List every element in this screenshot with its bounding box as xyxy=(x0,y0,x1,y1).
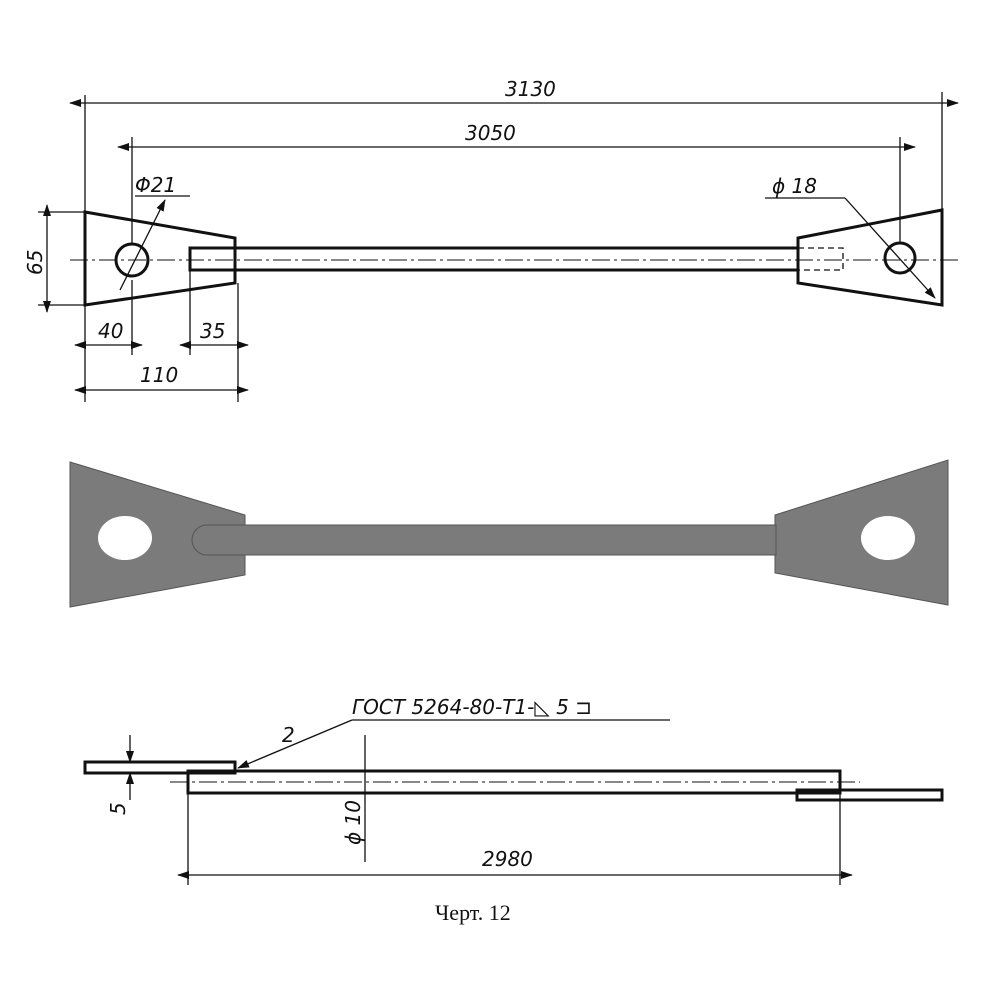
shaded-right-hole xyxy=(861,516,915,560)
left-plate xyxy=(83,210,237,307)
dim-hole-offset: 40 xyxy=(98,319,123,343)
drawing-caption: Черт. 12 xyxy=(435,900,511,925)
dim-rod-diameter: ϕ 10 xyxy=(341,800,365,845)
top-view: 3130 3050 Φ21 ϕ 18 65 40 35 110 xyxy=(23,77,960,402)
side-right-plate xyxy=(795,788,944,802)
dim-overall-length: 3130 xyxy=(505,77,556,101)
dim-right-hole-diameter: ϕ 18 xyxy=(772,174,817,198)
shaded-view xyxy=(69,459,949,608)
dim-plate-height: 65 xyxy=(23,250,47,275)
side-view: ГОСТ 5264-80-Т1-◺ 5 ⊐ 2 5 ϕ 10 2980 xyxy=(83,695,944,885)
dim-rod-length: 2980 xyxy=(482,847,533,871)
dim-rod-insert: 35 xyxy=(200,319,225,343)
shaded-rod xyxy=(191,524,777,556)
weld-note: ГОСТ 5264-80-Т1-◺ 5 ⊐ xyxy=(352,695,592,719)
right-hole xyxy=(883,241,917,275)
side-left-plate xyxy=(83,760,237,775)
part-number: 2 xyxy=(282,723,295,747)
shaded-left-hole xyxy=(98,516,152,560)
dim-plate-length: 110 xyxy=(140,363,178,387)
rod xyxy=(188,246,800,272)
dim-plate-thickness: 5 xyxy=(106,802,130,815)
shaded-right-plate xyxy=(774,459,949,606)
shaded-left-plate xyxy=(69,461,246,608)
dim-hole-spacing: 3050 xyxy=(465,121,516,145)
right-plate xyxy=(796,208,944,307)
dim-left-hole-diameter: Φ21 xyxy=(135,173,176,197)
